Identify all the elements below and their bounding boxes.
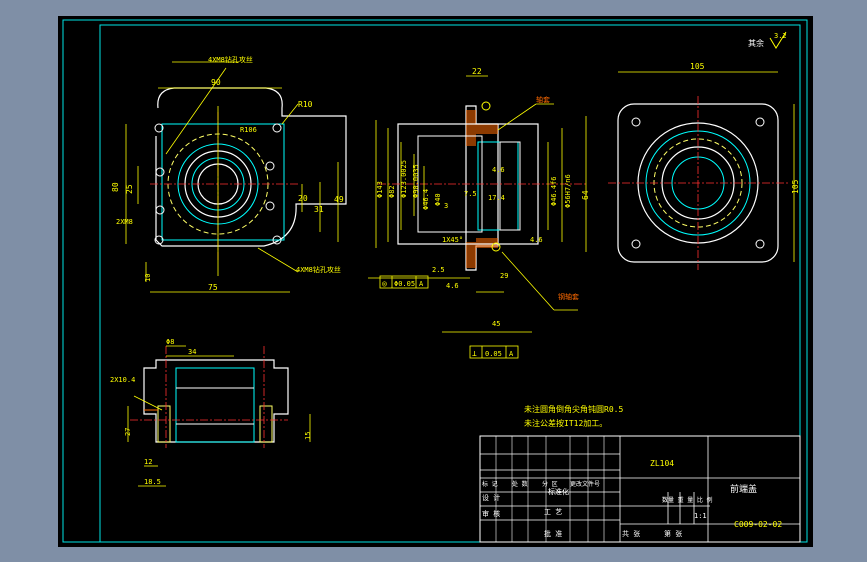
section-dim-inner-0: Φ46.4 xyxy=(422,189,430,210)
bottom-dim-left-2: 27 xyxy=(124,428,132,436)
section-dim-mid-3: 3 xyxy=(444,202,448,210)
title-drawing-no: C009-02-02 xyxy=(734,520,782,529)
note-2: 未注公差按IT12加工。 xyxy=(524,418,607,428)
section-leader-bottom: 钢轴套 xyxy=(558,292,579,301)
tol-1-value: Φ0.05 xyxy=(394,280,415,288)
bottom-dim-bottom-2: 18.5 xyxy=(144,478,161,486)
section-dim-bottom-4: 45 xyxy=(492,320,500,328)
section-dim-right-2: 64 xyxy=(581,190,590,200)
front-dim-top: 90 xyxy=(211,78,221,87)
note-1: 未注圆角倒角尖角钝圆R0.5 xyxy=(524,404,623,414)
title-scale: 1:1 xyxy=(694,512,707,520)
roughness-note: 其余 xyxy=(748,38,764,48)
title-sheet-no: 第 张 xyxy=(664,529,682,538)
side-dim-top: 105 xyxy=(690,62,705,71)
tol-2-datum: A xyxy=(509,350,514,358)
drawing-sheet: 其余 3.2 xyxy=(58,16,813,547)
section-dim-top: 22 xyxy=(472,67,482,76)
title-process: 工 艺 xyxy=(544,508,562,516)
front-dim-right-2: 31 xyxy=(314,205,324,214)
section-dim-mid-0: 4.6 xyxy=(492,166,505,174)
section-dim-mid-1: 7.5 xyxy=(464,190,477,198)
section-dim-small-right: 4.6 xyxy=(530,236,543,244)
section-dim-left-3: Φ90.0035 xyxy=(412,164,420,198)
title-block: ZL104 前端盖 C009-02-02 1:1 标 记 处 数 分 区 更改文… xyxy=(479,435,801,543)
section-dim-mid-2: 17.4 xyxy=(488,194,505,202)
side-dim-right: 105 xyxy=(791,179,800,194)
bottom-dim-bottom-1: 12 xyxy=(144,458,152,466)
section-dim-bottom-3: 29 xyxy=(500,272,508,280)
tol-2-value: 0.05 xyxy=(485,350,502,358)
drawing-canvas: 其余 3.2 xyxy=(62,19,808,543)
section-dim-left-0: Φ143 xyxy=(376,181,384,198)
tol-2-symbol: ⊥ xyxy=(472,349,477,358)
front-dim-bottom-small: 10 xyxy=(144,274,152,282)
section-chamfer: 1X45° xyxy=(442,236,463,244)
title-mass-header: 数量 重 量 比 例 xyxy=(662,496,712,504)
title-row-label-3: 更改文件号 xyxy=(570,480,600,488)
title-standard: 标准化 xyxy=(548,487,569,496)
tol-1-symbol: ◎ xyxy=(382,279,387,288)
tolerance-frame-2 xyxy=(469,345,519,359)
title-row-label-2: 分 区 xyxy=(542,480,558,488)
section-dim-bottom-2: 4.6 xyxy=(446,282,459,290)
section-dim-left-1: Φ82 xyxy=(388,185,396,198)
section-dim-left-2: Φ123.0025 xyxy=(400,160,408,198)
bottom-view: Φ8 34 2X10.4 27 12 18.5 15 xyxy=(110,338,312,487)
front-dim-radius: R10 xyxy=(298,100,313,109)
roughness-symbol xyxy=(769,31,787,49)
section-dim-right-0: Φ46.4f6 xyxy=(550,176,558,206)
title-review: 审 核 xyxy=(482,509,500,518)
section-view: 22 Φ143 Φ82 Φ123.0025 Φ90.0035 Φ46.4 Φ40… xyxy=(368,67,590,359)
title-approve: 批 准 xyxy=(544,529,562,538)
bottom-dim-top-2: 34 xyxy=(188,348,196,356)
outer-frame xyxy=(62,19,808,543)
tol-1-datum: A xyxy=(419,280,424,288)
roughness-value: 3.2 xyxy=(774,32,787,40)
front-callout-bottom: 4XM8钻孔攻丝 xyxy=(296,265,341,274)
section-dim-right-1: Φ56H7/n6 xyxy=(564,174,572,208)
side-view: 105 105 xyxy=(608,62,800,270)
front-dim-left-1: 80 xyxy=(111,182,120,192)
bottom-dim-left-1: 2X10.4 xyxy=(110,376,135,384)
front-callout-top: 4XM8钻孔攻丝 xyxy=(208,55,253,64)
tolerance-frame-1 xyxy=(379,275,429,289)
front-dim-right-1: 20 xyxy=(298,194,308,203)
bottom-dim-top-1: Φ8 xyxy=(166,338,174,346)
title-design: 设 计 xyxy=(482,493,500,502)
front-view: 4XM8钻孔攻丝 90 R10 R106 80 25 2XM8 10 75 20… xyxy=(111,55,347,293)
title-row-label-0: 标 记 xyxy=(482,480,498,488)
title-row-label-1: 处 数 xyxy=(512,480,528,488)
inner-frame xyxy=(99,24,801,543)
front-dim-left-2: 25 xyxy=(125,184,134,194)
title-sheet-total: 共 张 xyxy=(622,529,640,538)
bottom-dim-right: 15 xyxy=(304,432,312,440)
title-part-name: 前端盖 xyxy=(730,483,757,495)
front-dim-hole: R106 xyxy=(240,126,257,134)
section-dim-bottom-1: 2.5 xyxy=(432,266,445,274)
title-material: ZL104 xyxy=(650,459,674,468)
front-dim-bottom: 75 xyxy=(208,283,218,292)
section-leader-top: 轴套 xyxy=(536,95,550,104)
front-dim-slot: 2XM8 xyxy=(116,218,133,226)
section-dim-inner-1: Φ40 xyxy=(434,193,442,206)
front-dim-right-3: 49 xyxy=(334,195,344,204)
